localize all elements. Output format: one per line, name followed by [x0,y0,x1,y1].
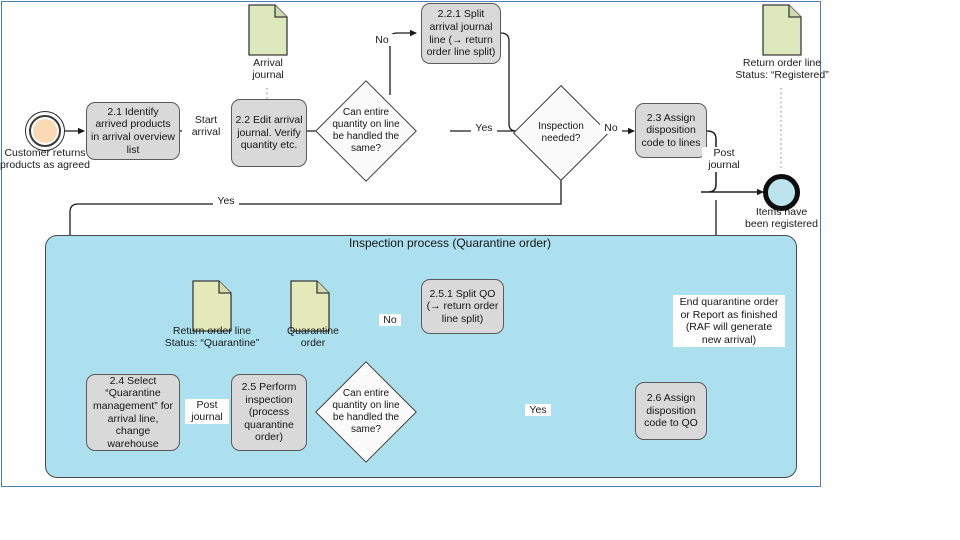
flow-label-g3-no: No [379,314,401,327]
flow-label-g2-yes: Yes [213,195,239,208]
task-2-3-assign-disposition-code-to-lines[interactable]: 2.3 Assign disposition code to lines [635,103,707,158]
doc-label-line1: Quarantine [287,325,339,337]
flow-label-line1: Start [194,114,218,126]
end-event-caption-line1: Items have [755,206,808,218]
data-object-arrival-journal-label: Arrival journal [223,57,313,82]
flow-label-g3-yes: Yes [525,404,551,417]
flow-g1-no-to-t221 [389,29,417,95]
end-event-caption: Items have been registered [731,206,832,231]
flow-label-start-arrival: Start arrival [182,114,230,139]
annotation-end-quarantine-order: End quarantine order or Report as finish… [673,295,785,348]
start-event[interactable] [25,111,65,151]
data-object-arrival-journal[interactable] [248,4,288,56]
flow-label-line2: journal [191,411,223,424]
data-object-quarantine-order-label: Quarantine order [270,325,356,350]
doc-label-line1: Arrival [253,57,283,69]
flow-label-line1: Post [196,399,218,411]
task-2-2-1-split-arrival-journal-line[interactable]: 2.2.1 Split arrival journal line (→ retu… [421,3,501,64]
doc-label-line2: Status: “Quarantine” [164,337,260,350]
flow-t23-elbow [701,130,717,193]
data-object-return-order-line-quarantine[interactable] [192,280,232,332]
annotation-line1: End quarantine order [679,296,779,308]
data-object-quarantine-order[interactable] [290,280,330,332]
end-event[interactable] [763,174,800,211]
start-event-caption: Customer returns products as agreed [0,147,95,172]
document-icon [192,280,232,332]
pool-title: Inspection process (Quarantine order) [348,236,552,250]
doc-label-line2: journal [252,69,284,82]
annotation-line3: (RAF will generate [685,321,773,334]
start-event-caption-line2: products as agreed [0,159,90,172]
flow-label-line2: journal [708,159,740,172]
start-event-caption-line1: Customer returns [4,147,86,159]
doc-label-line2: order [300,337,326,350]
gateway-label: Can entire quantity on line be handled t… [332,387,400,436]
flow-label-post-journal-top: Post journal [702,147,746,172]
data-object-return-order-line-quarantine-label: Return order line Status: “Quarantine” [157,325,267,350]
task-2-4-select-quarantine-management[interactable]: 2.4 Select “Quarantine management” for a… [86,374,180,451]
doc-label-line1: Return order line [172,325,252,337]
flow-label-g1-yes: Yes [471,122,497,135]
annotation-line4: new arrival) [701,333,757,346]
start-event-inner [29,115,61,147]
end-event-caption-line2: been registered [745,218,818,231]
task-2-6-assign-disposition-code-to-qo[interactable]: 2.6 Assign disposition code to QO [635,382,707,440]
task-2-2-edit-arrival-journal[interactable]: 2.2 Edit arrival journal. Verify quantit… [231,99,307,167]
flow-label-g1-no: No [371,34,393,47]
data-object-return-order-line-registered[interactable] [762,4,802,56]
doc-label-line1: Return order line [742,57,822,69]
flow-label-g2-no: No [600,122,622,135]
annotation-line2: or Report as finished [680,308,778,321]
gateway-can-quantity-be-handled-same-bottom[interactable]: Can entire quantity on line be handled t… [315,361,417,463]
document-icon [248,4,288,56]
flow-label-line1: Post [713,147,735,159]
flow-label-line2: arrival [191,126,221,139]
data-object-return-order-line-registered-label: Return order line Status: “Registered” [727,57,837,82]
document-icon [290,280,330,332]
task-2-5-perform-inspection[interactable]: 2.5 Perform inspection (process quaranti… [231,374,307,451]
flow-label-post-journal-mid: Post journal [185,399,229,424]
document-icon [762,4,802,56]
task-2-5-1-split-qo[interactable]: 2.5.1 Split QO (→ return order line spli… [421,279,504,334]
doc-label-line2: Status: “Registered” [735,69,829,82]
gateway-can-quantity-be-handled-same-top[interactable]: Can entire quantity on line be handled t… [315,80,417,182]
task-2-1-identify-arrived-products[interactable]: 2.1 Identify arrived products in arrival… [86,102,180,160]
gateway-label: Can entire quantity on line be handled t… [332,106,400,155]
gateway-inspection-needed[interactable]: Inspection needed? [512,84,610,182]
gateway-label: Inspection needed? [538,120,584,144]
flow-t221-to-g2 [500,32,528,135]
